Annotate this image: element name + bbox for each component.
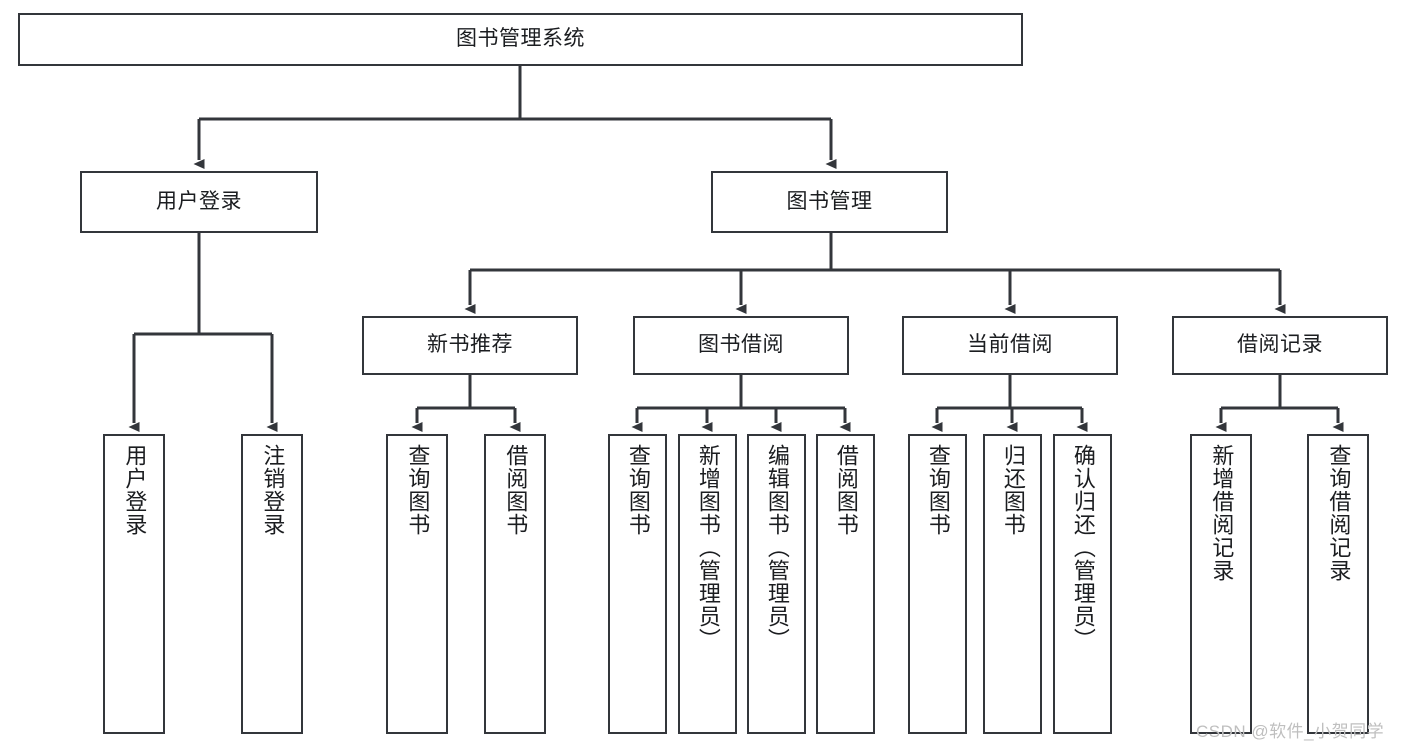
csdn-watermark: CSDN @软件_小贺同学 (1196, 722, 1385, 741)
leaf-node[interactable]: 确认归还（管理员） (1053, 434, 1112, 734)
leaf-node[interactable]: 查询图书 (908, 434, 967, 734)
leaf-node[interactable]: 借阅图书 (484, 434, 546, 734)
node-current-borrow-label: 当前借阅 (967, 333, 1053, 357)
node-borrow-record[interactable]: 借阅记录 (1172, 316, 1388, 375)
node-book-management[interactable]: 图书管理 (711, 171, 948, 233)
leaf-node-label: 新增借阅记录 (1209, 444, 1235, 582)
node-user-login-label: 用户登录 (156, 189, 242, 213)
node-new-book-recommend[interactable]: 新书推荐 (362, 316, 578, 375)
leaf-node[interactable]: 新增借阅记录 (1190, 434, 1252, 734)
node-book-borrow[interactable]: 图书借阅 (633, 316, 849, 375)
leaf-node-label: 编辑图书（管理员） (764, 444, 790, 651)
leaf-node[interactable]: 查询图书 (608, 434, 667, 734)
leaf-node[interactable]: 借阅图书 (816, 434, 875, 734)
leaf-node-label: 用户登录 (122, 444, 148, 536)
leaf-node-label: 确认归还（管理员） (1070, 444, 1096, 651)
leaf-node[interactable]: 用户登录 (103, 434, 165, 734)
node-current-borrow[interactable]: 当前借阅 (902, 316, 1118, 375)
leaf-node[interactable]: 新增图书（管理员） (678, 434, 737, 734)
leaf-node-label: 新增图书（管理员） (695, 444, 721, 651)
leaf-node-label: 查询图书 (405, 444, 431, 536)
leaf-node[interactable]: 归还图书 (983, 434, 1042, 734)
leaf-node-label: 注销登录 (260, 444, 286, 536)
leaf-node[interactable]: 注销登录 (241, 434, 303, 734)
leaf-node-label: 借阅图书 (833, 444, 859, 536)
node-new-book-recommend-label: 新书推荐 (427, 333, 513, 357)
leaf-node-label: 归还图书 (1000, 444, 1026, 536)
leaf-node-label: 查询图书 (625, 444, 651, 536)
leaf-node-label: 查询图书 (925, 444, 951, 536)
node-book-borrow-label: 图书借阅 (698, 333, 784, 357)
leaf-node-label: 查询借阅记录 (1326, 444, 1352, 582)
node-root[interactable]: 图书管理系统 (18, 13, 1023, 66)
node-borrow-record-label: 借阅记录 (1237, 333, 1323, 357)
leaf-node-label: 借阅图书 (503, 444, 529, 536)
node-user-login[interactable]: 用户登录 (80, 171, 318, 233)
node-book-management-label: 图书管理 (786, 189, 873, 213)
node-root-label: 图书管理系统 (456, 27, 585, 51)
leaf-node[interactable]: 查询借阅记录 (1307, 434, 1369, 734)
leaf-node[interactable]: 查询图书 (386, 434, 448, 734)
leaf-node[interactable]: 编辑图书（管理员） (747, 434, 806, 734)
